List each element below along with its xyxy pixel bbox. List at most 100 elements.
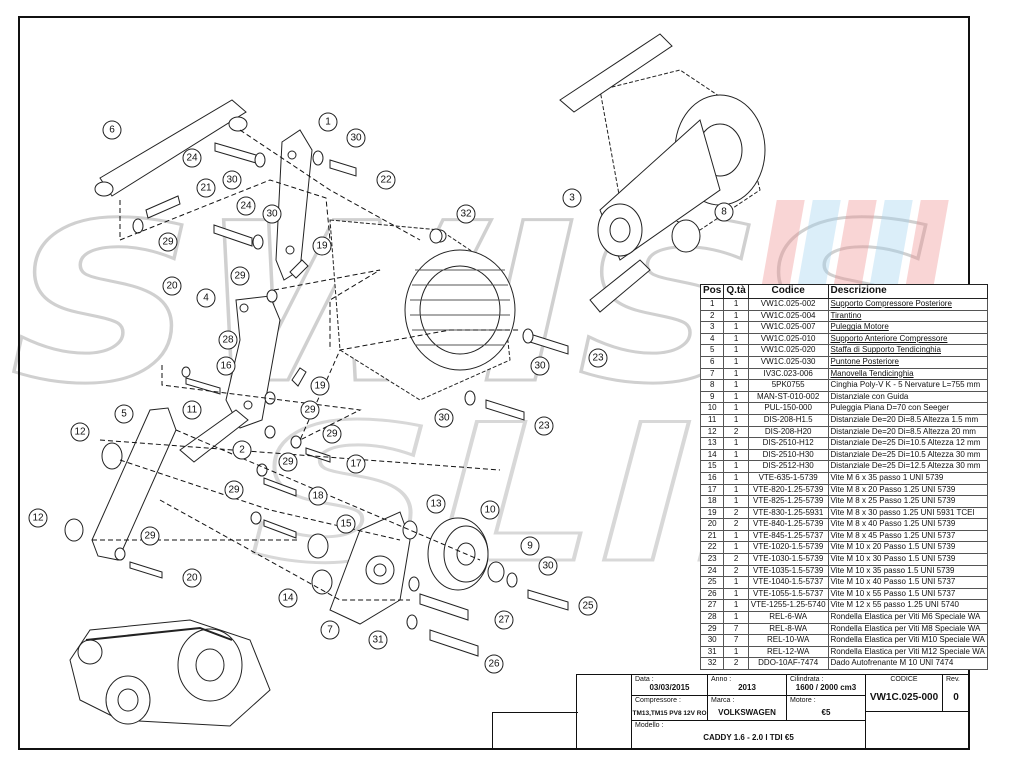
cell-code: REL-10-WA	[747, 634, 829, 647]
cell-desc: Staffa di Supporto Tendicinghia	[827, 344, 988, 357]
callout-label: 12	[74, 427, 86, 438]
callout-label: 6	[109, 125, 115, 136]
cell-desc: Dado Autofrenante M 10 UNI 7474	[827, 657, 988, 670]
header-code: Codice	[747, 284, 829, 299]
callout-bubble: 29	[230, 266, 250, 286]
callout-label: 25	[582, 601, 594, 612]
cell-pos: 11	[699, 413, 725, 427]
cell-desc: Vite M 10 x 20 Passo 1.5 UNI 5739	[827, 541, 988, 555]
callout-label: 29	[162, 237, 174, 248]
callout-label: 32	[460, 209, 472, 220]
cell-desc: Distanziale con Guida	[827, 390, 988, 404]
cell-pos: 29	[699, 622, 725, 636]
callout-bubble: 18	[308, 486, 328, 506]
cell-qty: 1	[723, 587, 749, 601]
cell-code: VTE-845-1.25-5737	[747, 529, 829, 543]
compressor-assembly-view	[559, 33, 766, 313]
callout-bubble: 10	[480, 500, 500, 520]
cell-code: REL-6-WA	[747, 611, 829, 624]
cell-code: VW1C.025-030	[747, 355, 829, 369]
callout-label: 29	[228, 485, 240, 496]
cell-pos: 8	[699, 379, 725, 392]
cell-desc: Puleggia Piana D=70 con Seeger	[827, 402, 988, 415]
cell-code: VW1C.025-020	[747, 344, 829, 357]
cell-code: VW1C.025-007	[747, 321, 829, 334]
callout-bubble: 22	[376, 170, 396, 190]
part-tie-rod	[179, 409, 249, 463]
cell-code: DIS-208-H20	[747, 425, 829, 439]
cell-code: 5PK0755	[747, 379, 829, 392]
cell-qty: 1	[723, 309, 749, 323]
cell-qty: 1	[723, 599, 749, 613]
tb-motore: Motore : €5	[786, 695, 866, 721]
cell-pos: 18	[699, 495, 725, 508]
cell-qty: 2	[723, 518, 749, 531]
callout-bubble: 24	[182, 148, 202, 168]
cell-pos: 24	[699, 564, 725, 578]
part-rear-strut	[94, 99, 248, 197]
callout-bubble: 1	[318, 112, 338, 132]
tb-modello-value: CADDY 1.6 - 2.0 l TDI €5	[703, 733, 794, 742]
cell-desc: Puntone Posteriore	[827, 355, 988, 369]
cell-pos: 21	[699, 529, 725, 543]
cell-pos: 15	[699, 460, 725, 473]
tb-data-value: 03/03/2015	[649, 683, 690, 692]
cell-code: DIS-2510-H12	[747, 437, 829, 450]
cell-desc: Vite M 10 x 30 Passo 1.5 UNI 5739	[827, 553, 988, 566]
tb-data-label: Data :	[635, 676, 654, 683]
cell-desc: Vite M 8 x 40 Passo 1.25 UNI 5739	[827, 518, 988, 531]
callout-bubble: 29	[322, 424, 342, 444]
cell-qty: 1	[723, 402, 749, 415]
cell-desc: Manovella Tendicinghia	[827, 367, 988, 381]
cell-desc: Vite M 6 x 35 passo 1 UNI 5739	[827, 471, 988, 485]
cell-desc: Supporto Compressore Posteriore	[827, 298, 988, 311]
callout-label: 18	[312, 491, 324, 502]
cell-qty: 1	[723, 576, 749, 589]
callout-label: 15	[340, 519, 352, 530]
callout-bubble: 20	[162, 276, 182, 296]
callout-label: 29	[304, 405, 316, 416]
cell-pos: 26	[699, 587, 725, 601]
callout-bubble: 23	[534, 416, 554, 436]
callout-bubble: 28	[218, 330, 238, 350]
callout-label: 20	[166, 281, 178, 292]
callout-label: 29	[234, 271, 246, 282]
cell-pos: 25	[699, 576, 725, 589]
tb-anno-label: Anno :	[711, 676, 732, 683]
cell-pos: 12	[699, 425, 725, 439]
cell-code: REL-12-WA	[747, 645, 829, 659]
callout-bubble: 19	[312, 236, 332, 256]
cell-qty: 1	[723, 495, 749, 508]
cell-pos: 32	[699, 657, 725, 670]
cell-qty: 2	[723, 553, 749, 566]
cell-pos: 17	[699, 483, 725, 497]
cell-pos: 22	[699, 541, 725, 555]
callout-bubble: 29	[140, 526, 160, 546]
cell-qty: 1	[723, 413, 749, 427]
cell-qty: 1	[723, 460, 749, 473]
callout-bubble: 26	[484, 654, 504, 674]
cell-desc: Distanziale De=25 Di=10.5 Altezza 12 mm	[827, 437, 988, 450]
callout-bubble: 29	[158, 232, 178, 252]
tb-motore-label: Motore :	[790, 697, 816, 704]
callout-label: 26	[488, 659, 500, 670]
cell-qty: 2	[723, 506, 749, 520]
callout-label: 19	[316, 241, 328, 252]
cell-desc: Vite M 10 x 35 passo 1.5 UNI 5739	[827, 564, 988, 578]
cell-qty: 7	[723, 634, 749, 647]
cell-desc: Vite M 8 x 25 Passo 1.25 UNI 5739	[827, 495, 988, 508]
cell-code: DIS-208-H1.5	[747, 413, 829, 427]
callout-bubble: 30	[538, 556, 558, 576]
callout-label: 13	[430, 499, 442, 510]
cell-qty: 1	[723, 355, 749, 369]
tb-rev: Rev. 0	[942, 674, 970, 712]
cell-qty: 1	[723, 437, 749, 450]
